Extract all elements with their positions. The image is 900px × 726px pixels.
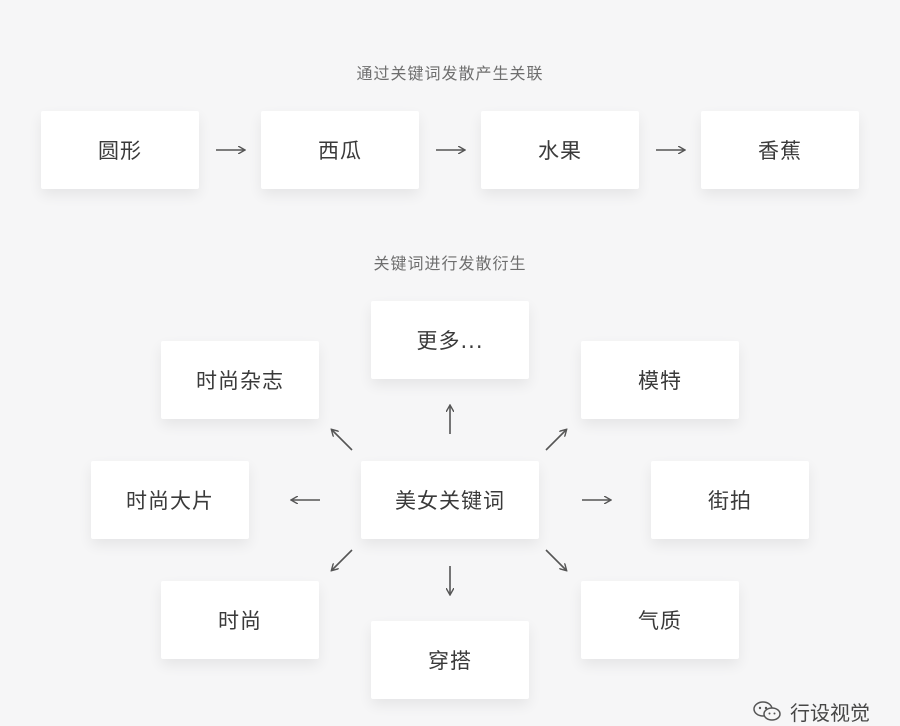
node-fashion-blockbuster: 时尚大片 [91, 461, 249, 539]
watermark-text: 行设视觉 [790, 700, 870, 725]
chain-node-1: 圆形 [41, 111, 199, 189]
chain-node-4: 香蕉 [701, 111, 859, 189]
node-model: 模特 [581, 341, 739, 419]
node-street-snap: 街拍 [651, 461, 809, 539]
arrow-up-left [332, 430, 353, 451]
node-fashion-magazine: 时尚杂志 [161, 341, 319, 419]
node-fashion: 时尚 [161, 581, 319, 659]
chain-title: 通过关键词发散产生关联 [356, 64, 544, 83]
node-more: 更多... [371, 301, 529, 379]
node-outfit: 穿搭 [371, 621, 529, 699]
watermark: 行设视觉 [752, 699, 870, 725]
chain-node-2: 西瓜 [261, 111, 419, 189]
chain-node-3: 水果 [481, 111, 639, 189]
arrow-down-right [545, 549, 566, 570]
arrow-down-left [332, 549, 353, 570]
node-temperament: 气质 [581, 581, 739, 659]
arrow-up-right [545, 430, 566, 451]
radial-title: 关键词进行发散衍生 [373, 254, 527, 273]
node-center-keyword: 美女关键词 [361, 461, 539, 539]
wechat-icon [753, 701, 781, 721]
